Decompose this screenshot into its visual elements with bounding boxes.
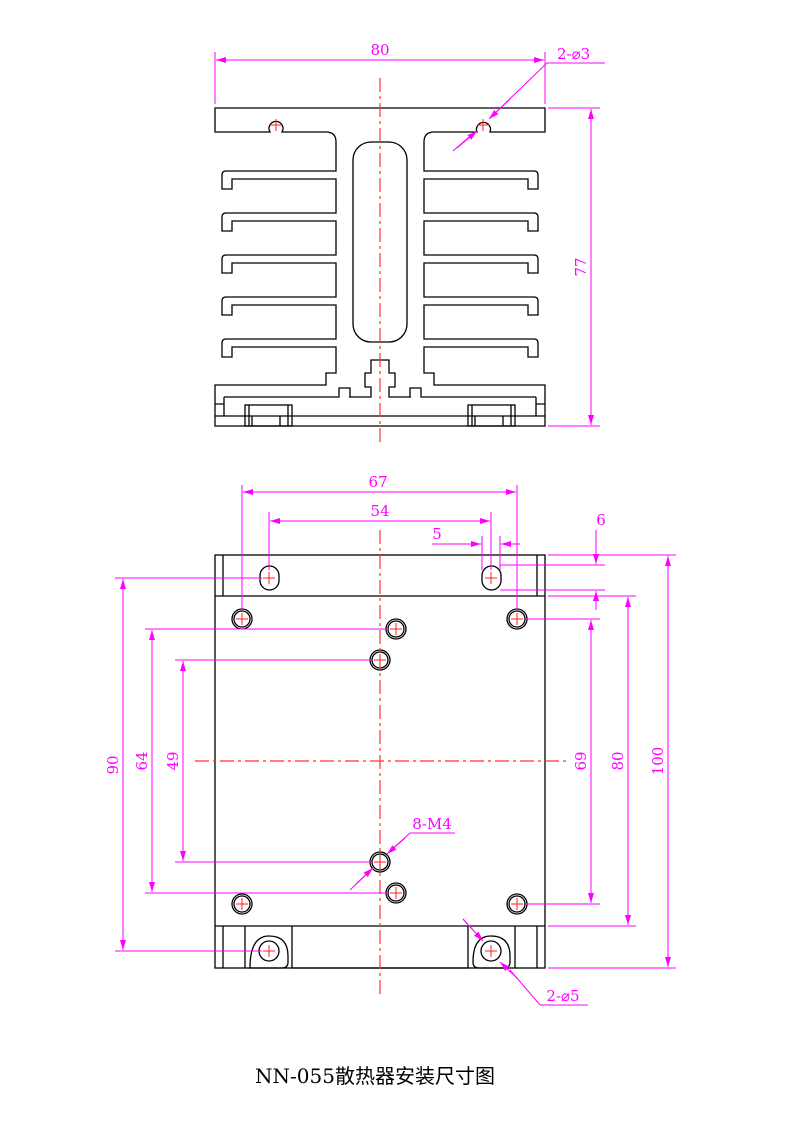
- hole-arrow: [456, 130, 478, 149]
- clip-left: [244, 404, 293, 427]
- clip-right: [467, 404, 516, 427]
- dim-90-label: 90: [104, 755, 122, 774]
- thread-arrow: [386, 837, 406, 855]
- m4-hole: [233, 895, 251, 913]
- dim-80-label: 80: [370, 41, 389, 59]
- center-mark: [263, 945, 275, 957]
- front-view: 80 77 2-⌀3: [214, 41, 605, 445]
- drawing-title: NN-055散热器安装尺寸图: [255, 1064, 495, 1088]
- center-mark: [236, 898, 248, 910]
- bottom-view: 67 54 5 6 69 80 100 90 64 49 8-M4 2-⌀5: [104, 473, 676, 1006]
- thread-note-label: 8-M4: [412, 815, 452, 833]
- dim-5-label: 5: [432, 525, 442, 543]
- mount-hole-arrow: [499, 961, 519, 980]
- extension-lines: [214, 52, 600, 427]
- dim-67-label: 67: [368, 473, 387, 491]
- heatsink-profile-right: [380, 107, 546, 427]
- mount-hole-note-label: 2-⌀5: [546, 987, 579, 1005]
- dim-6-label: 6: [596, 511, 606, 529]
- lug-left: [249, 935, 289, 969]
- mount-hole-arrow: [462, 918, 484, 942]
- hole-arrow: [488, 98, 511, 120]
- lug-right: [472, 935, 511, 969]
- heatsink-profile-left: [214, 107, 380, 427]
- hole-note-label: 2-⌀3: [557, 45, 590, 63]
- dim-80-label: 80: [609, 751, 627, 770]
- dim-49-label: 49: [164, 751, 182, 770]
- hole-center-marks: [270, 119, 489, 131]
- center-mark: [485, 945, 497, 957]
- center-mark: [511, 898, 523, 910]
- center-mark: [390, 623, 402, 635]
- thread-arrow: [355, 867, 374, 885]
- center-mark: [485, 572, 497, 584]
- extension-lines: [115, 485, 676, 969]
- hole-leader-line: [452, 62, 605, 152]
- dim-77-label: 77: [572, 257, 590, 276]
- center-mark: [263, 572, 275, 584]
- center-mark: [236, 613, 248, 625]
- dim-64-label: 64: [133, 751, 151, 770]
- m4-hole: [233, 610, 251, 628]
- dim-54-label: 54: [370, 502, 389, 520]
- center-mark: [390, 887, 402, 899]
- dim-69-label: 69: [572, 751, 590, 770]
- dim-100-label: 100: [649, 747, 667, 776]
- center-mark: [511, 613, 523, 625]
- mount-hole-right: [480, 940, 502, 962]
- m4-hole: [231, 893, 253, 915]
